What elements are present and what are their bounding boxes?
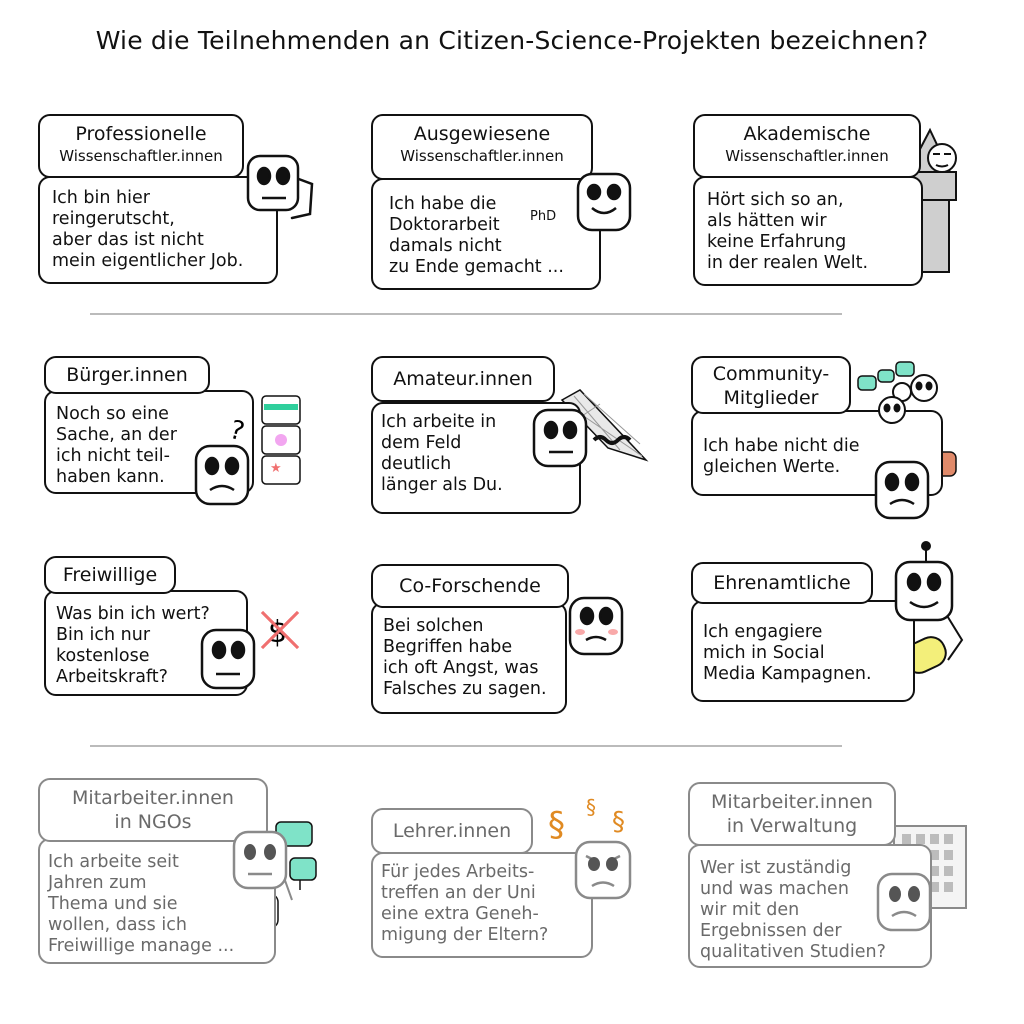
- card-sublabel: Wissenschaftler.innen: [59, 147, 223, 165]
- card-label: Mitarbeiter.innen in NGOs: [72, 787, 234, 833]
- card-verwaltung-body: Wer ist zuständig und was machen wir mit…: [688, 844, 932, 968]
- card-text: Bei solchen Begriffen habe ich oft Angst…: [383, 616, 547, 699]
- card-professionelle-body: Ich bin hier reingerutscht, aber das ist…: [38, 176, 278, 284]
- card-text: Ich engagiere mich in Social Media Kampa…: [703, 622, 872, 684]
- card-akademische-label: Akademische Wissenschaftler.innen: [693, 114, 921, 178]
- card-text: Ich habe die Doktorarbeit damals nicht z…: [389, 194, 564, 277]
- card-akademische-body: Hört sich so an, als hätten wir keine Er…: [693, 176, 923, 286]
- paragraph-icon: §: [548, 805, 565, 845]
- paragraph-icon: §: [586, 795, 596, 819]
- face-icon: [232, 830, 288, 890]
- face-icon: [194, 444, 250, 506]
- card-ehrenamtliche-label: Ehrenamtliche: [691, 562, 873, 604]
- card-text: Ich habe nicht die gleichen Werte.: [703, 436, 860, 477]
- card-text: Wer ist zuständig und was machen wir mit…: [700, 858, 886, 962]
- phd-label: PhD: [530, 209, 556, 224]
- card-verwaltung-label: Mitarbeiter.innen in Verwaltung: [688, 782, 896, 846]
- face-icon: [574, 840, 632, 900]
- card-sublabel: Wissenschaftler.innen: [400, 147, 564, 165]
- svg-text:★: ★: [270, 461, 282, 476]
- face-group-icon: [878, 374, 938, 424]
- face-icon: [927, 143, 957, 173]
- face-icon: [874, 460, 930, 520]
- card-label: Community- Mitglieder: [712, 363, 830, 409]
- card-ehrenamtliche-body: Ich engagiere mich in Social Media Kampa…: [691, 600, 915, 702]
- card-lehrer-body: Für jedes Arbeits- treffen an der Uni ei…: [371, 852, 593, 958]
- card-coforschende-label: Co-Forschende: [371, 564, 569, 608]
- card-label: Akademische: [743, 123, 871, 145]
- card-label: Ehrenamtliche: [713, 572, 851, 594]
- face-icon: [200, 628, 256, 690]
- card-text: Noch so eine Sache, an der ich nicht tei…: [56, 404, 177, 487]
- card-sublabel: Wissenschaftler.innen: [725, 147, 889, 165]
- card-ngos-label: Mitarbeiter.innen in NGOs: [38, 778, 268, 842]
- card-text: Ich arbeite in dem Feld deutlich länger …: [381, 412, 503, 495]
- card-label: Co-Forschende: [399, 575, 541, 597]
- card-text: Ich bin hier reingerutscht, aber das ist…: [52, 188, 244, 271]
- card-label: Mitarbeiter.innen in Verwaltung: [711, 791, 873, 837]
- card-label: Bürger.innen: [66, 364, 188, 386]
- face-icon: [246, 154, 300, 212]
- face-icon: [532, 408, 588, 468]
- card-professionelle-label: Professionelle Wissenschaftler.innen: [38, 114, 244, 178]
- face-icon: [876, 872, 932, 932]
- card-text: Hört sich so an, als hätten wir keine Er…: [707, 190, 869, 273]
- card-label: Ausgewiesene: [413, 123, 551, 145]
- paragraph-icon: §: [612, 807, 625, 837]
- face-icon: [568, 596, 624, 656]
- card-buerger-body: Noch so eine Sache, an der ich nicht tei…: [44, 390, 254, 494]
- face-icon: [894, 560, 954, 622]
- card-freiwillige-label: Freiwillige: [44, 556, 176, 594]
- card-ausgewiesene-label: Ausgewiesene Wissenschaftler.innen: [371, 114, 593, 180]
- question-mark-icon: ?: [226, 415, 247, 448]
- face-icon: [576, 172, 632, 232]
- card-coforschende-body: Bei solchen Begriffen habe ich oft Angst…: [371, 602, 567, 714]
- card-label: Professionelle: [75, 123, 207, 145]
- card-label: Lehrer.innen: [392, 820, 512, 842]
- card-community-label: Community- Mitglieder: [691, 356, 851, 414]
- card-amateur-label: Amateur.innen: [371, 356, 555, 402]
- card-buerger-label: Bürger.innen: [44, 356, 210, 394]
- paragraph-icon: § § §: [548, 795, 625, 845]
- card-lehrer-label: Lehrer.innen: [371, 808, 533, 854]
- forms-icon: ★: [261, 395, 301, 485]
- page-title: Wie die Teilnehmenden an Citizen-Science…: [95, 26, 929, 55]
- card-label: Freiwillige: [62, 564, 158, 586]
- card-text: Was bin ich wert? Bin ich nur kostenlose…: [56, 604, 210, 687]
- card-text: Ich arbeite seit Jahren zum Thema und si…: [48, 852, 235, 956]
- card-text: Für jedes Arbeits- treffen an der Uni ei…: [381, 862, 549, 945]
- card-label: Amateur.innen: [393, 368, 533, 390]
